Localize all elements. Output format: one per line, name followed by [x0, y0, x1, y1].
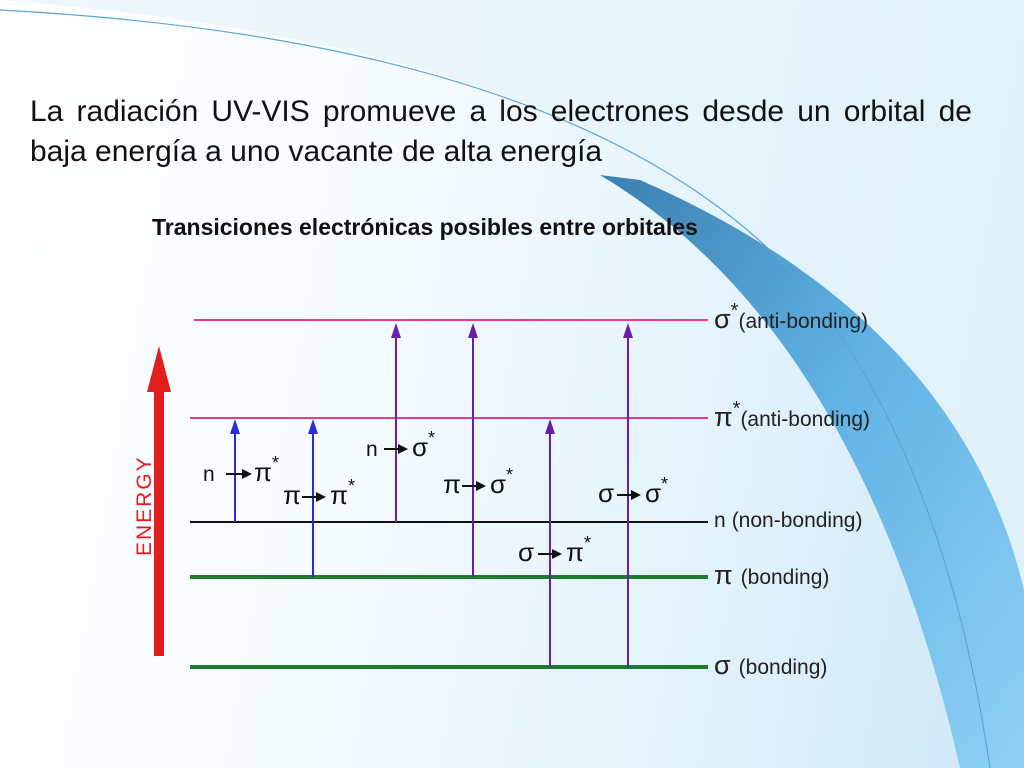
transition-star: *	[428, 428, 435, 448]
svg-text:n(non-bonding): n (non-bonding)	[714, 509, 862, 532]
level-sigma-star: σ*(anti-bonding)	[194, 300, 868, 334]
svg-text:σ*(anti-bonding): σ*(anti-bonding)	[714, 300, 868, 334]
transition-pi-to-pi-star: π π*	[283, 419, 355, 577]
svg-text:π(bonding): π (bonding)	[714, 560, 829, 590]
level-symbol: n	[714, 509, 726, 532]
diagram-subtitle: Transiciones electrónicas posibles entre…	[152, 214, 698, 240]
svg-text:σ*: σ*	[490, 465, 513, 499]
transition-arrowhead	[623, 323, 633, 338]
transition-to: σ	[412, 432, 428, 462]
label-arrow-head	[398, 444, 408, 454]
transition-from: n	[203, 463, 215, 486]
transition-from: n	[366, 438, 378, 461]
level-label: (anti-bonding)	[738, 310, 868, 333]
level-label: (non-bonding)	[732, 509, 863, 532]
transition-to: σ	[645, 478, 661, 508]
energy-arrow-shaft	[154, 384, 164, 656]
energy-axis: ENERGY	[133, 346, 171, 656]
label-arrow-head	[242, 469, 252, 479]
transition-n-to-pi-star: n π*	[203, 419, 279, 522]
svg-text:π*: π*	[566, 533, 591, 567]
transition-from: π	[443, 469, 461, 499]
svg-text:π*(anti-bonding): π*(anti-bonding)	[714, 398, 870, 432]
transition-label: σ	[598, 478, 614, 508]
svg-text:σ(bonding): σ (bonding)	[714, 650, 827, 680]
transition-pi-to-sigma-star: π σ*	[443, 323, 513, 577]
label-arrow-head	[631, 490, 641, 500]
transition-n-to-sigma-star: n σ*	[366, 323, 435, 522]
transition-label: n	[366, 438, 378, 461]
transition-from: π	[283, 480, 301, 510]
transition-star: *	[272, 453, 279, 473]
level-superscript: *	[733, 398, 741, 420]
transition-label: π	[283, 480, 301, 510]
svg-text:π*: π*	[254, 453, 279, 487]
transition-label: σ	[518, 537, 534, 567]
label-arrow-head	[316, 492, 326, 502]
transition-star: *	[584, 533, 591, 553]
decorative-arc-line	[0, 9, 991, 768]
level-pi: π (bonding)	[190, 560, 829, 590]
level-pi-star: π*(anti-bonding)	[190, 398, 870, 432]
transition-star: *	[348, 476, 355, 496]
transition-label: n	[203, 463, 215, 486]
transition-label: π	[443, 469, 461, 499]
label-arrow-head	[476, 481, 486, 491]
level-symbol: σ	[714, 650, 731, 680]
transition-from: σ	[518, 537, 534, 567]
level-symbol: π	[714, 560, 733, 590]
transition-from: σ	[598, 478, 614, 508]
transition-to: π	[330, 480, 348, 510]
transition-star: *	[661, 474, 668, 494]
level-label: (bonding)	[741, 566, 830, 589]
transition-arrowhead	[308, 419, 318, 434]
label-arrow-head	[552, 549, 562, 559]
transition-sigma-to-sigma-star: σ σ*	[598, 323, 668, 667]
level-label: (bonding)	[739, 656, 828, 679]
svg-text:π*: π*	[330, 476, 355, 510]
transition-arrowhead	[545, 419, 555, 434]
decorative-swoosh-dark	[600, 175, 1024, 768]
transition-to: σ	[490, 469, 506, 499]
transition-to: π	[254, 457, 272, 487]
level-label: (anti-bonding)	[740, 408, 870, 431]
slide-heading: La radiación UV-VIS promueve a los elect…	[30, 95, 972, 168]
transition-sigma-to-pi-star: σ π*	[518, 419, 591, 667]
level-symbol: π	[714, 402, 733, 432]
level-superscript: *	[731, 300, 739, 322]
level-sigma: σ (bonding)	[190, 650, 827, 680]
transition-arrowhead	[230, 419, 240, 434]
transition-to: π	[566, 537, 584, 567]
transition-arrowhead	[468, 323, 478, 338]
svg-text:σ*: σ*	[645, 474, 668, 508]
level-n: n (non-bonding)	[190, 509, 862, 532]
transition-star: *	[506, 465, 513, 485]
level-symbol: σ	[714, 304, 731, 334]
energy-axis-label: ENERGY	[133, 455, 156, 556]
energy-arrow-head	[147, 346, 171, 392]
transition-arrowhead	[391, 323, 401, 338]
svg-text:σ*: σ*	[412, 428, 435, 462]
